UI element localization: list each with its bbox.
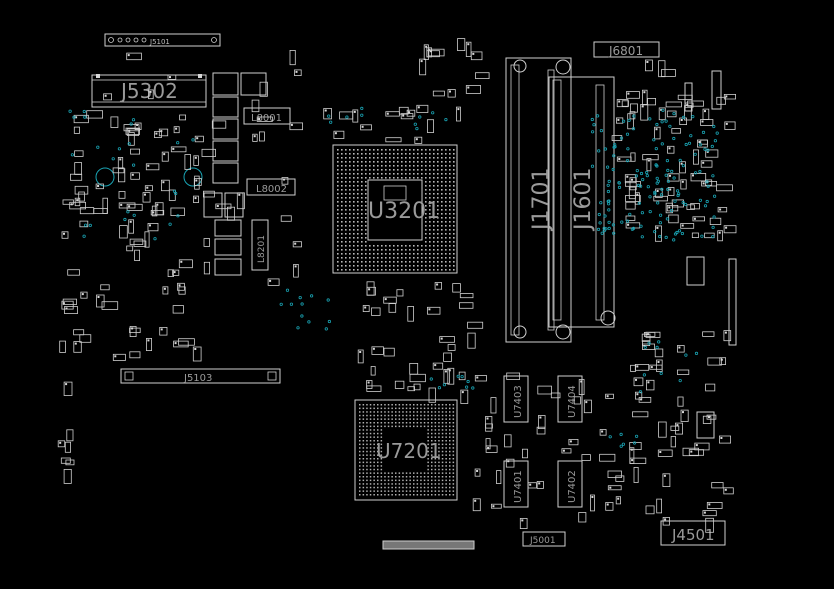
bottom-connector[interactable] (382, 540, 475, 550)
label-l8001: L8001 (251, 113, 282, 124)
connector-j5101[interactable]: J5101 (104, 33, 221, 47)
passive-components (57, 38, 737, 533)
label-l8002: L8002 (256, 184, 287, 195)
label-u7402: U7402 (567, 470, 578, 503)
vram-u7404[interactable]: U7404 (557, 375, 583, 423)
connector-right-top (711, 70, 722, 110)
label-l8201: L8201 (257, 235, 267, 263)
label-j1701: J1701 (529, 168, 554, 232)
gpu-u7201[interactable]: U7201 (354, 399, 458, 501)
label-j5103: J5103 (183, 373, 212, 384)
label-u7201: U7201 (376, 439, 442, 463)
label-u3201: U3201 (368, 199, 440, 224)
label-j4501: J4501 (671, 526, 715, 544)
inductor-l8201[interactable]: L8201 (251, 219, 269, 271)
inductor-column (203, 72, 267, 276)
right-edge-connector[interactable] (728, 258, 737, 346)
connector-j5103[interactable]: J5103 (120, 368, 281, 384)
cpu-socket-u3201[interactable]: U3201 (332, 144, 458, 274)
connector-j5001[interactable]: J5001 (522, 531, 566, 547)
dimm-slot-j1601[interactable]: J1601 (548, 59, 616, 340)
label-j6801: J6801 (608, 44, 643, 58)
connector-j6801[interactable]: J6801 (593, 41, 660, 58)
ic-right (686, 256, 705, 286)
connector-j4501[interactable]: J4501 (660, 520, 726, 546)
mounting-hole (183, 167, 203, 187)
inductor-l8002[interactable]: L8002 (246, 178, 296, 196)
via-holes (68, 106, 719, 448)
vram-u7403[interactable]: U7403 (503, 375, 529, 423)
inductor-l8001[interactable]: L8001 (243, 107, 291, 125)
vram-u7402[interactable]: U7402 (557, 460, 583, 508)
label-j5101: J5101 (149, 38, 170, 46)
label-u7403: U7403 (513, 385, 524, 418)
mounting-hole (95, 167, 115, 187)
label-j5001: J5001 (529, 536, 556, 546)
label-j1601: J1601 (571, 168, 596, 232)
ic-right-lower (696, 411, 715, 439)
label-u7404: U7404 (567, 385, 578, 418)
dimm-slot-j1701[interactable]: J1701 (505, 57, 572, 343)
label-u7401: U7401 (513, 470, 524, 503)
